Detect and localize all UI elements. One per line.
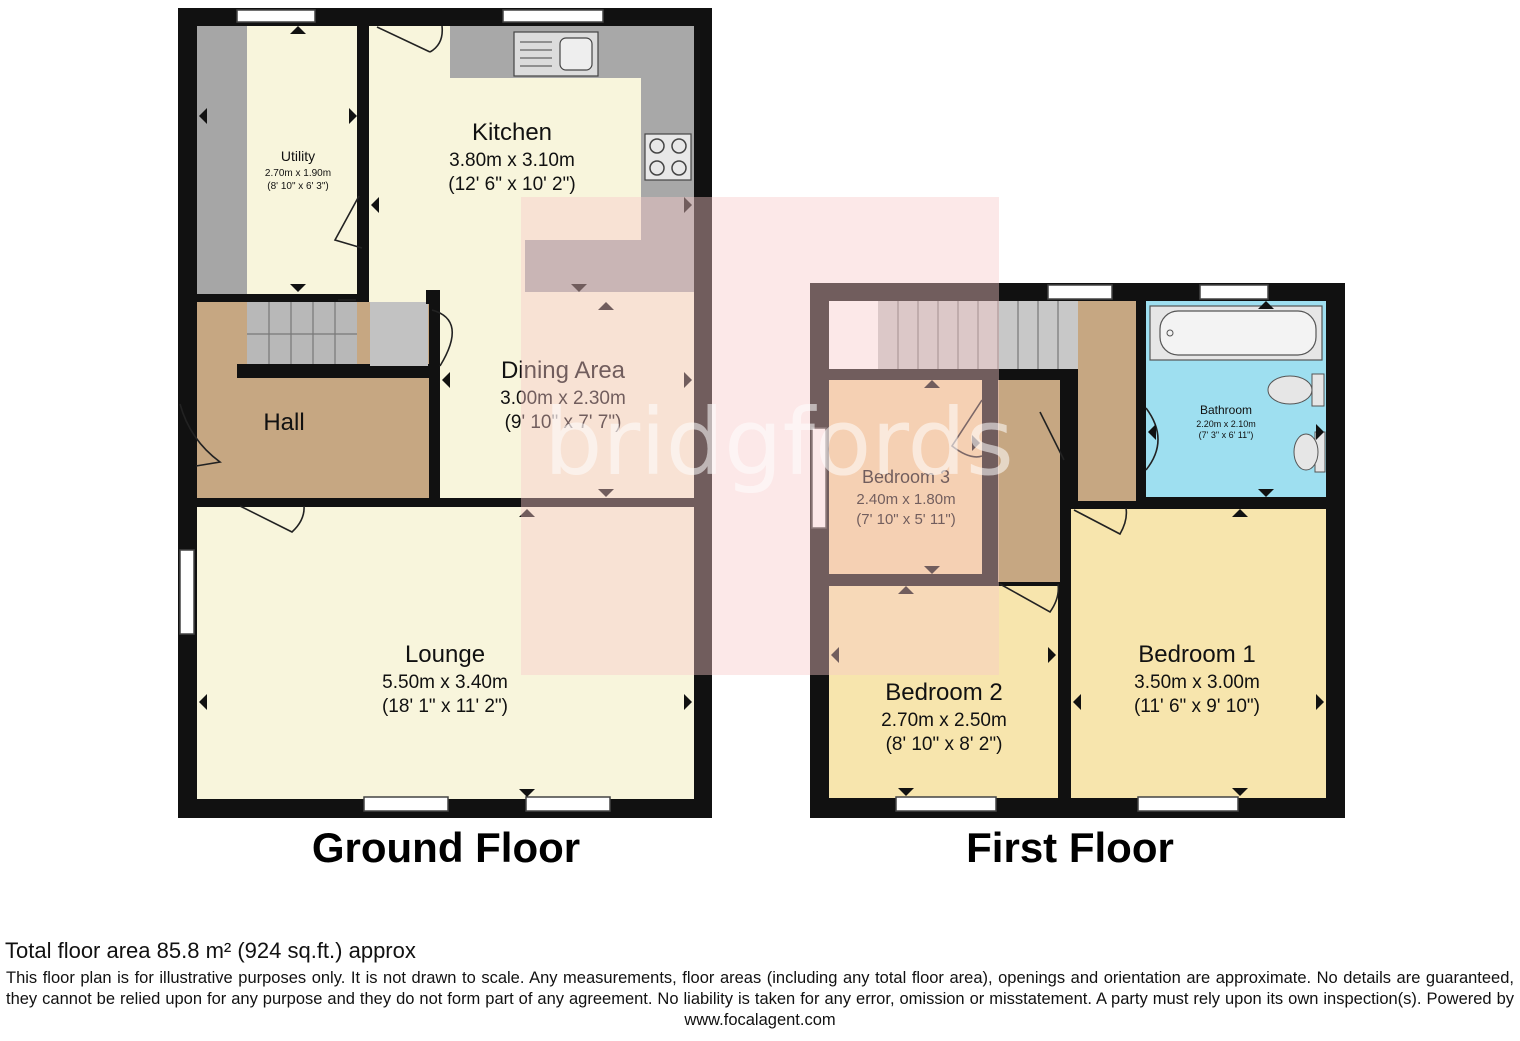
hall-inner-wall bbox=[237, 364, 430, 378]
bedroom-3-name: Bedroom 3 bbox=[862, 467, 950, 487]
first-dimension-arrows bbox=[831, 301, 1324, 796]
utility-imperial: (8' 10" x 6' 3") bbox=[267, 181, 329, 192]
first-floor-plan: Bathroom 2.20m x 2.10m (7' 3" x 6' 11") … bbox=[810, 283, 1345, 818]
kitchen-name: Kitchen bbox=[472, 119, 552, 146]
sink-icon bbox=[513, 31, 599, 77]
ground-dimension-arrows bbox=[199, 26, 692, 797]
lounge-name: Lounge bbox=[405, 641, 485, 668]
hall-name: Hall bbox=[263, 409, 304, 436]
bedroom-3-room bbox=[829, 380, 982, 574]
bath-icon bbox=[1149, 305, 1323, 361]
wall-stub bbox=[426, 290, 440, 304]
bedroom-1-imperial: (11' 6" x 9' 10") bbox=[1134, 696, 1260, 717]
bedroom-3-imperial: (7' 10" x 5' 11") bbox=[856, 511, 955, 528]
stairs-ground bbox=[247, 302, 357, 368]
watermark-text: bridgfords bbox=[544, 389, 1014, 496]
bathroom-imperial: (7' 3" x 6' 11") bbox=[1199, 430, 1254, 440]
bathroom-metric: 2.20m x 2.10m bbox=[1196, 419, 1256, 429]
ground-floor-plan: Kitchen 3.80m x 3.10m (12' 6" x 10' 2") … bbox=[178, 8, 712, 818]
bedroom-2-room bbox=[829, 586, 1058, 798]
bedroom-1-metric: 3.50m x 3.00m bbox=[1134, 672, 1260, 693]
total-floor-area: Total floor area 85.8 m² (924 sq.ft.) ap… bbox=[5, 938, 416, 963]
hob-icon bbox=[644, 133, 692, 181]
bedroom-1-room bbox=[1071, 509, 1326, 798]
watermark-box bbox=[521, 197, 999, 675]
kitchen-imperial: (12' 6" x 10' 2") bbox=[448, 174, 575, 195]
bathroom-name: Bathroom bbox=[1200, 403, 1252, 417]
first-doors bbox=[950, 399, 1159, 614]
dining-name: Dining Area bbox=[501, 357, 626, 384]
watermark: bridgfords bbox=[521, 197, 1014, 675]
bedroom-2-metric: 2.70m x 2.50m bbox=[881, 710, 1007, 731]
kitchen-dining-opening bbox=[369, 240, 525, 302]
toilet-icon bbox=[1267, 373, 1325, 407]
ground-floor-title: Ground Floor bbox=[312, 824, 580, 871]
first-windows bbox=[811, 284, 1269, 812]
dining-area-room bbox=[440, 296, 694, 498]
kitchen-metric: 3.80m x 3.10m bbox=[449, 150, 575, 171]
ground-doors bbox=[179, 25, 454, 533]
dining-metric: 3.00m x 2.30m bbox=[500, 388, 626, 409]
dining-imperial: (9' 10" x 7' 7") bbox=[505, 412, 622, 433]
stair-treads-first bbox=[897, 301, 1059, 369]
basin-icon bbox=[1293, 431, 1326, 473]
cupboard bbox=[370, 302, 428, 366]
bedroom-1-name: Bedroom 1 bbox=[1138, 641, 1255, 668]
utility-name: Utility bbox=[281, 148, 315, 164]
lounge-metric: 5.50m x 3.40m bbox=[382, 672, 508, 693]
bedroom-3-metric: 2.40m x 1.80m bbox=[856, 491, 955, 508]
floor-plan-drawing: Kitchen 3.80m x 3.10m (12' 6" x 10' 2") … bbox=[178, 8, 1345, 871]
bedroom-2-name: Bedroom 2 bbox=[885, 679, 1002, 706]
stair-treads bbox=[247, 302, 357, 368]
first-floor-title: First Floor bbox=[966, 824, 1174, 871]
lounge-imperial: (18' 1" x 11' 2") bbox=[382, 696, 508, 717]
ground-windows bbox=[179, 9, 611, 812]
landing-upper bbox=[1078, 301, 1136, 501]
disclaimer-text: This floor plan is for illustrative purp… bbox=[6, 969, 1514, 1029]
landing-lower bbox=[998, 380, 1060, 582]
bedroom-2-imperial: (8' 10" x 8' 2") bbox=[886, 734, 1003, 755]
utility-metric: 2.70m x 1.90m bbox=[265, 168, 331, 179]
lounge-room bbox=[197, 507, 694, 799]
utility-worktop bbox=[197, 26, 247, 294]
